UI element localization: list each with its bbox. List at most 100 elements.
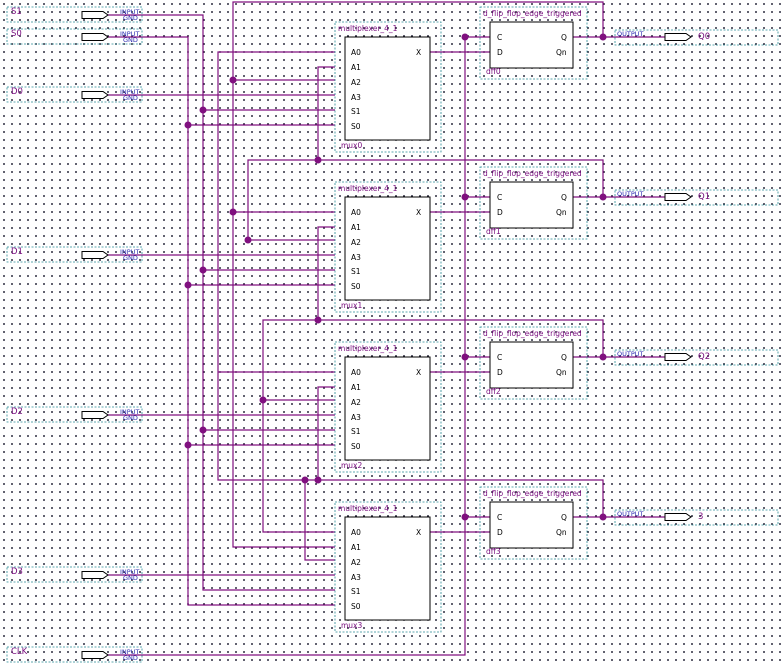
output-pin-name: Q1 bbox=[698, 192, 710, 202]
junction-dot bbox=[229, 76, 237, 84]
mux-pin-label: S1 bbox=[351, 587, 361, 596]
mux-pin-label: A3 bbox=[351, 413, 361, 422]
input-pin-s1[interactable]: S1 INPUT GND bbox=[6, 6, 143, 23]
dff-instance-label: dff0 bbox=[486, 67, 501, 76]
output-pin-symbol bbox=[664, 353, 692, 361]
output-pin-q3[interactable]: OUTPUT 3 bbox=[614, 509, 779, 526]
wire-q2-feedback bbox=[317, 226, 335, 320]
input-pin-name: D3 bbox=[11, 567, 23, 577]
mux-pin-label: X bbox=[416, 368, 421, 377]
dff-block-0[interactable]: d_flip_flop_edge_triggered C D Q Qn dff0 bbox=[479, 6, 588, 80]
wire-s1 bbox=[108, 14, 335, 591]
dff-type-label: d_flip_flop_edge_triggered bbox=[483, 489, 582, 498]
wire-q3-feedback bbox=[304, 480, 335, 561]
dff-instance-label: dff2 bbox=[486, 387, 501, 396]
wire-q3-feedback bbox=[317, 386, 335, 480]
output-pin-type: OUTPUT bbox=[617, 510, 644, 518]
output-pin-outline bbox=[614, 29, 779, 46]
mux-block-3[interactable]: multiplexer_4_1 A0 A1 A2 A3 S1 S0 X mux3 bbox=[334, 501, 442, 633]
dff-outline bbox=[479, 6, 588, 80]
junction-dot bbox=[259, 396, 267, 404]
mux-pin-label: A0 bbox=[351, 528, 361, 537]
mux-body bbox=[344, 196, 431, 301]
junction-dot bbox=[461, 513, 469, 521]
input-pin-name: S0 bbox=[11, 29, 22, 39]
mux-type-label: multiplexer_4_1 bbox=[338, 344, 398, 353]
input-pin-type: INPUT bbox=[120, 8, 139, 16]
mux-pin-label: A3 bbox=[351, 253, 361, 262]
input-pin-name: D1 bbox=[11, 247, 23, 257]
junction-dot bbox=[599, 513, 607, 521]
dff-outline bbox=[479, 486, 588, 560]
wire-q1-feedback bbox=[247, 159, 604, 241]
dff-pin-label: C bbox=[497, 353, 502, 362]
input-pin-d0[interactable]: D0 INPUT GND bbox=[6, 86, 143, 103]
mux-instance-label: mux3 bbox=[341, 621, 362, 630]
input-pin-d1[interactable]: D1 INPUT GND bbox=[6, 246, 143, 263]
mux-block-1[interactable]: multiplexer_4_1 A0 A1 A2 A3 S1 S0 X mux1 bbox=[334, 181, 442, 313]
input-pin-symbol bbox=[81, 411, 109, 419]
mux-pin-label: A3 bbox=[351, 93, 361, 102]
dff-block-2[interactable]: d_flip_flop_edge_triggered C D Q Qn dff2 bbox=[479, 326, 588, 400]
mux-block-2[interactable]: multiplexer_4_1 A0 A1 A2 A3 S1 S0 X mux2 bbox=[334, 341, 442, 473]
input-pin-outline bbox=[6, 566, 143, 583]
dff-pin-label: Qn bbox=[556, 528, 567, 537]
output-pin-q2[interactable]: OUTPUT Q2 bbox=[614, 349, 779, 366]
junction-dot bbox=[599, 193, 607, 201]
dff-type-label: d_flip_flop_edge_triggered bbox=[483, 329, 582, 338]
output-pin-symbol bbox=[664, 193, 692, 201]
junction-dot bbox=[301, 476, 309, 484]
dff-outline bbox=[479, 326, 588, 400]
input-pin-symbol bbox=[81, 33, 109, 41]
output-pin-q0[interactable]: OUTPUT Q0 bbox=[614, 29, 779, 46]
input-pin-symbol bbox=[81, 91, 109, 99]
input-pin-name: D2 bbox=[11, 407, 23, 417]
output-pin-q1[interactable]: OUTPUT Q1 bbox=[614, 189, 779, 206]
wire-clk bbox=[108, 36, 490, 656]
dff-body bbox=[489, 341, 574, 389]
junction-dot bbox=[244, 236, 252, 244]
dff-pin-label: D bbox=[497, 48, 503, 57]
wire-q2-feedback bbox=[262, 319, 604, 533]
input-pin-name: S1 bbox=[11, 7, 22, 17]
output-pin-outline bbox=[614, 509, 779, 526]
dff-block-3[interactable]: d_flip_flop_edge_triggered C D Q Qn dff3 bbox=[479, 486, 588, 560]
input-pin-d3[interactable]: D3 INPUT GND bbox=[6, 566, 143, 583]
input-pin-d2[interactable]: D2 INPUT GND bbox=[6, 406, 143, 423]
dff-pin-label: D bbox=[497, 208, 503, 217]
input-pin-outline bbox=[6, 28, 143, 45]
mux-block-0[interactable]: multiplexer_4_1 A0 A1 A2 A3 S1 S0 X mux0 bbox=[334, 21, 442, 153]
input-pin-clk[interactable]: CLK INPUT GND bbox=[6, 646, 143, 663]
mux-pin-label: A2 bbox=[351, 238, 361, 247]
output-pin-name: Q0 bbox=[698, 32, 710, 42]
dff-body bbox=[489, 181, 574, 229]
mux-outline bbox=[334, 21, 442, 153]
dff-block-1[interactable]: d_flip_flop_edge_triggered C D Q Qn dff1 bbox=[479, 166, 588, 240]
input-pin-name: CLK bbox=[11, 647, 28, 657]
wire-net bbox=[108, 1, 665, 656]
dff-type-label: d_flip_flop_edge_triggered bbox=[483, 169, 582, 178]
output-pin-type: OUTPUT bbox=[617, 350, 644, 358]
mux-body bbox=[344, 516, 431, 621]
junction-dot bbox=[461, 193, 469, 201]
input-pin-s0[interactable]: S0 INPUT GND bbox=[6, 28, 143, 45]
dff-pin-label: Q bbox=[561, 193, 567, 202]
mux-instance-label: mux0 bbox=[341, 141, 362, 150]
junction-dot bbox=[314, 476, 322, 484]
dff-outline bbox=[479, 166, 588, 240]
mux-outline bbox=[334, 341, 442, 473]
input-pin-type: INPUT bbox=[120, 568, 139, 576]
mux-pin-label: A1 bbox=[351, 63, 361, 72]
junction-dot bbox=[461, 353, 469, 361]
junction-dot bbox=[229, 208, 237, 216]
input-pin-outline bbox=[6, 6, 143, 23]
input-pin-name: D0 bbox=[11, 87, 23, 97]
mux-pin-label: A0 bbox=[351, 208, 361, 217]
mux-pin-label: A2 bbox=[351, 78, 361, 87]
input-pin-outline bbox=[6, 406, 143, 423]
output-pin-name: 3 bbox=[698, 512, 703, 522]
input-pin-outline bbox=[6, 86, 143, 103]
mux-pin-label: S0 bbox=[351, 602, 361, 611]
